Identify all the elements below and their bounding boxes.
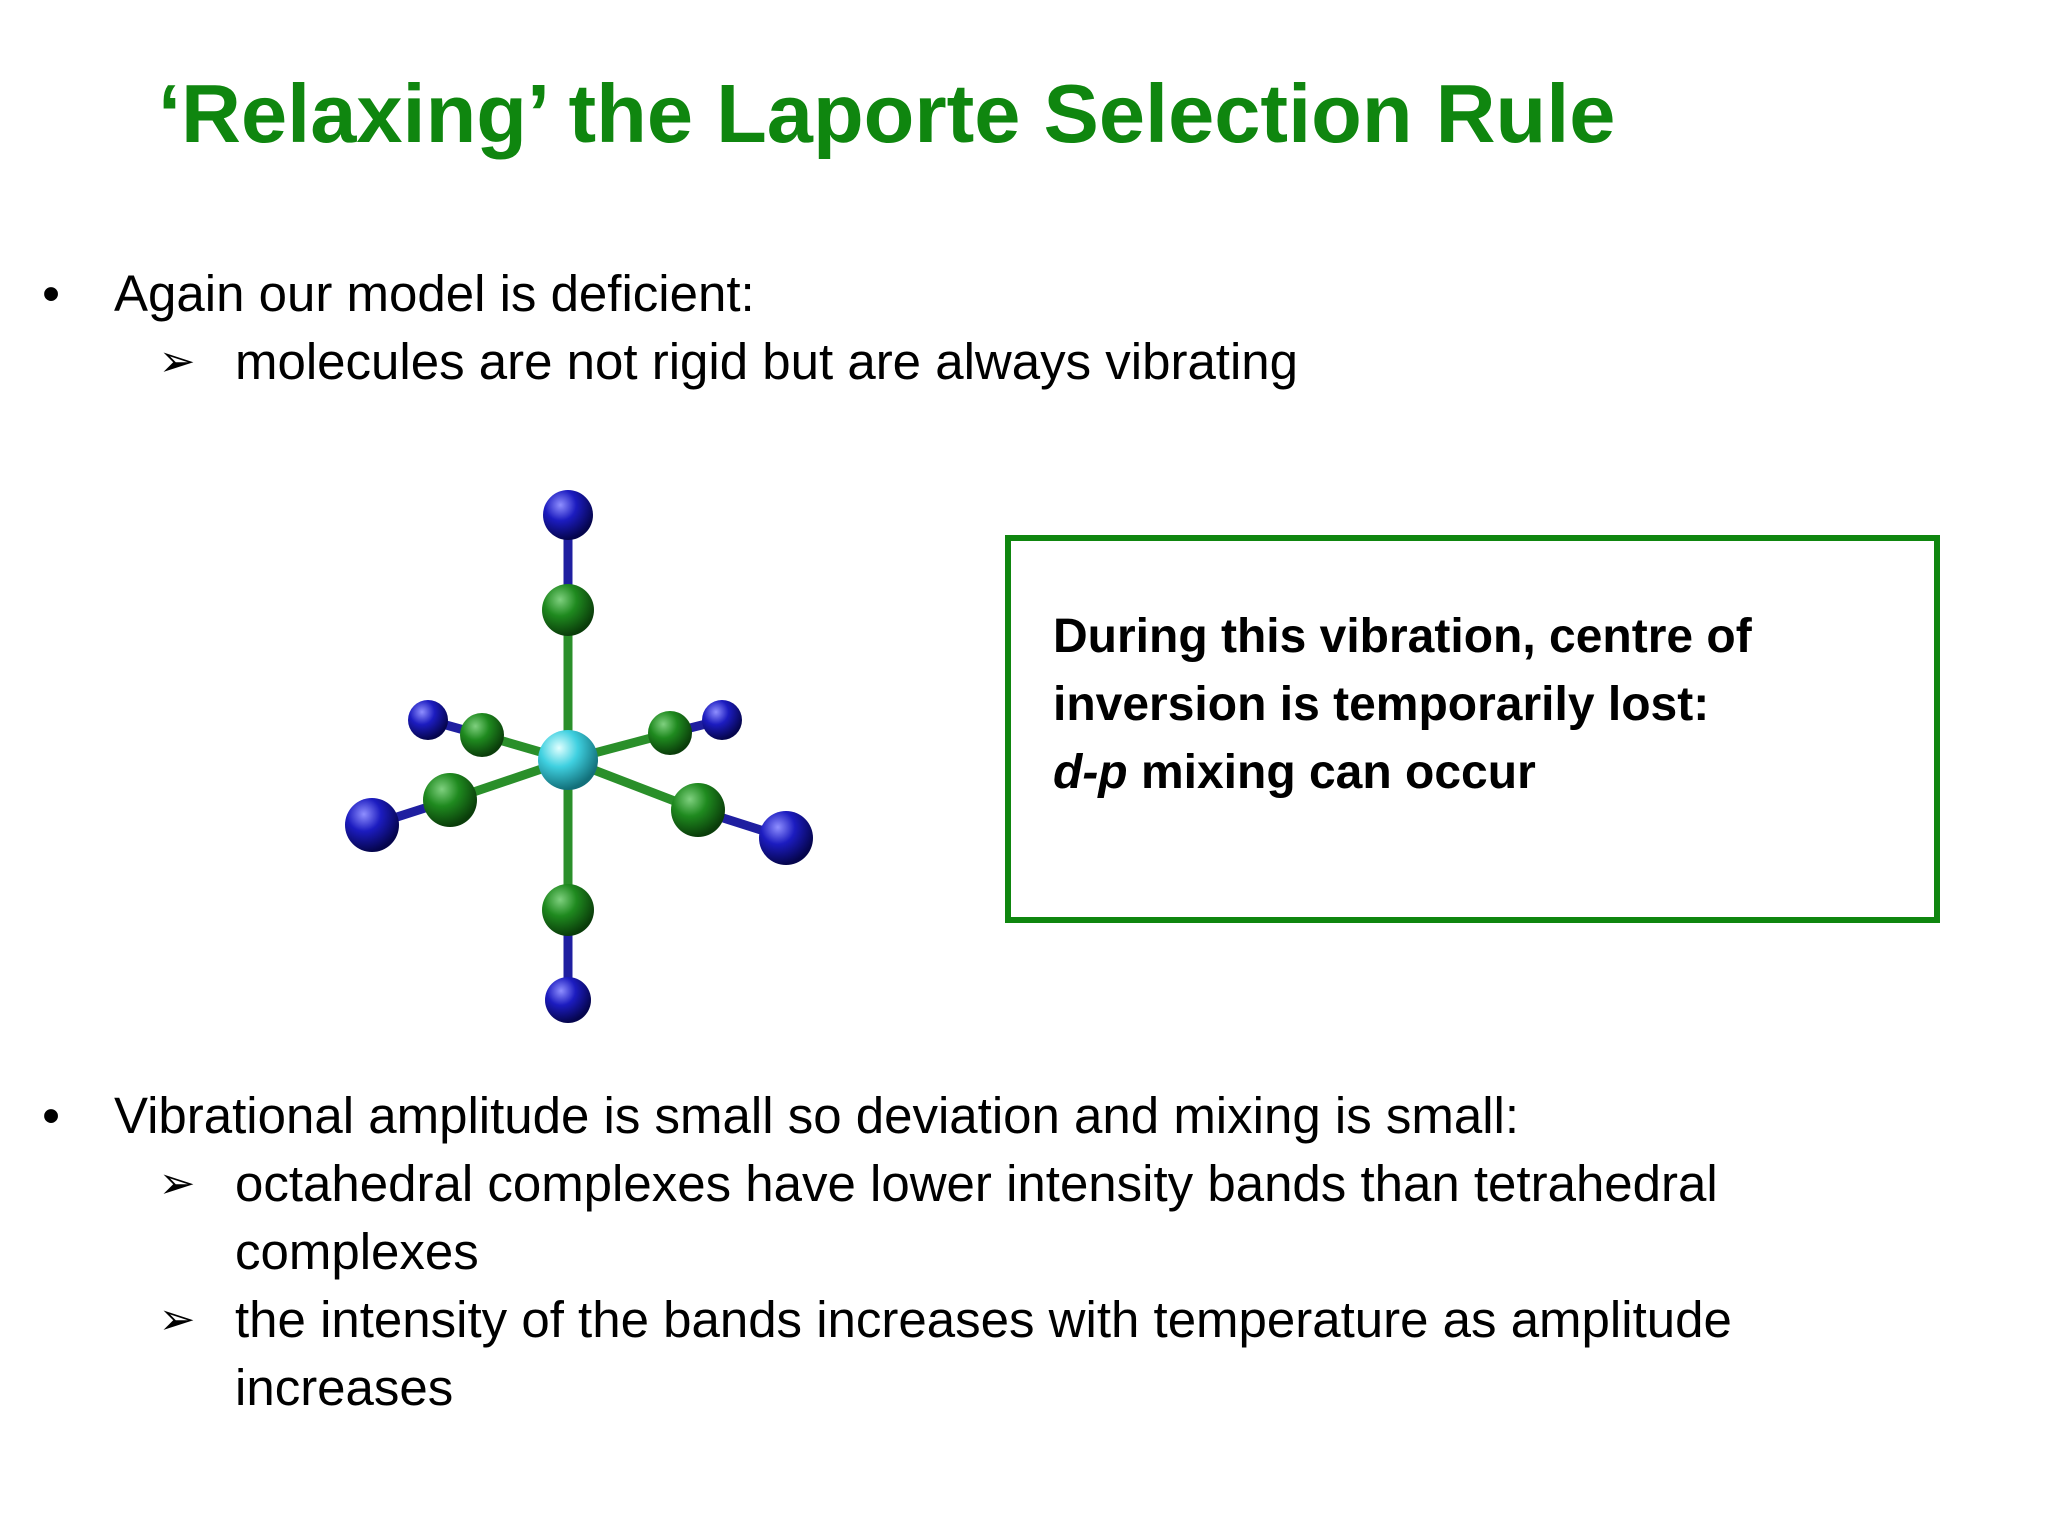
info-line-3-text: mixing can occur — [1127, 746, 1536, 799]
sub-bullet-item: ➢ the intensity of the bands increases w… — [0, 1286, 1960, 1422]
arrow-bullet-icon: ➢ — [158, 1295, 196, 1344]
carbon-atom — [542, 584, 594, 636]
sub-bullet-item: ➢ molecules are not rigid but are always… — [0, 328, 1960, 396]
slide-title: ‘Relaxing’ the Laporte Selection Rule — [158, 67, 1616, 160]
carbon-atom — [423, 773, 477, 827]
sub-bullet-text: molecules are not rigid but are always v… — [235, 333, 1299, 390]
sub-bullet-text-line2: increases — [235, 1359, 454, 1416]
nitrogen-atom — [543, 490, 593, 540]
info-line-3: d-p mixing can occur — [1053, 739, 1894, 807]
sub-bullet-text-line2: complexes — [235, 1223, 479, 1280]
info-line-2: inversion is temporarily lost: — [1053, 678, 1710, 731]
bullet-block-2: • Vibrational amplitude is small so devi… — [0, 1082, 1960, 1422]
sub-bullet-text-line1: octahedral complexes have lower intensit… — [235, 1155, 1718, 1212]
octahedral-complex-illustration — [345, 490, 813, 1023]
nitrogen-atom — [702, 700, 742, 740]
bullet-text: Vibrational amplitude is small so deviat… — [114, 1087, 1520, 1144]
bullet-marker: • — [42, 265, 60, 322]
info-line-1: During this vibration, centre of — [1053, 610, 1752, 663]
carbon-atom — [671, 783, 725, 837]
nitrogen-atom — [345, 798, 399, 852]
carbon-atom — [460, 713, 504, 757]
bullet-item: • Again our model is deficient: — [0, 260, 1960, 328]
nitrogen-atom — [545, 977, 591, 1023]
bullet-text: Again our model is deficient: — [114, 265, 755, 322]
sub-bullet-item: ➢ octahedral complexes have lower intens… — [0, 1150, 1960, 1286]
bullet-marker: • — [42, 1087, 60, 1144]
arrow-bullet-icon: ➢ — [158, 337, 196, 386]
nitrogen-atom — [408, 700, 448, 740]
sub-bullet-text-line1: the intensity of the bands increases wit… — [235, 1291, 1732, 1348]
info-italic-term: d-p — [1053, 746, 1128, 799]
info-box: During this vibration, centre of inversi… — [1005, 535, 1940, 923]
bullet-item: • Vibrational amplitude is small so devi… — [0, 1082, 1960, 1150]
bullet-block-1: • Again our model is deficient: ➢ molecu… — [0, 260, 1960, 396]
nitrogen-atom — [759, 811, 813, 865]
carbon-atom — [542, 884, 594, 936]
arrow-bullet-icon: ➢ — [158, 1159, 196, 1208]
metal-atom — [538, 730, 598, 790]
carbon-atom — [648, 711, 692, 755]
